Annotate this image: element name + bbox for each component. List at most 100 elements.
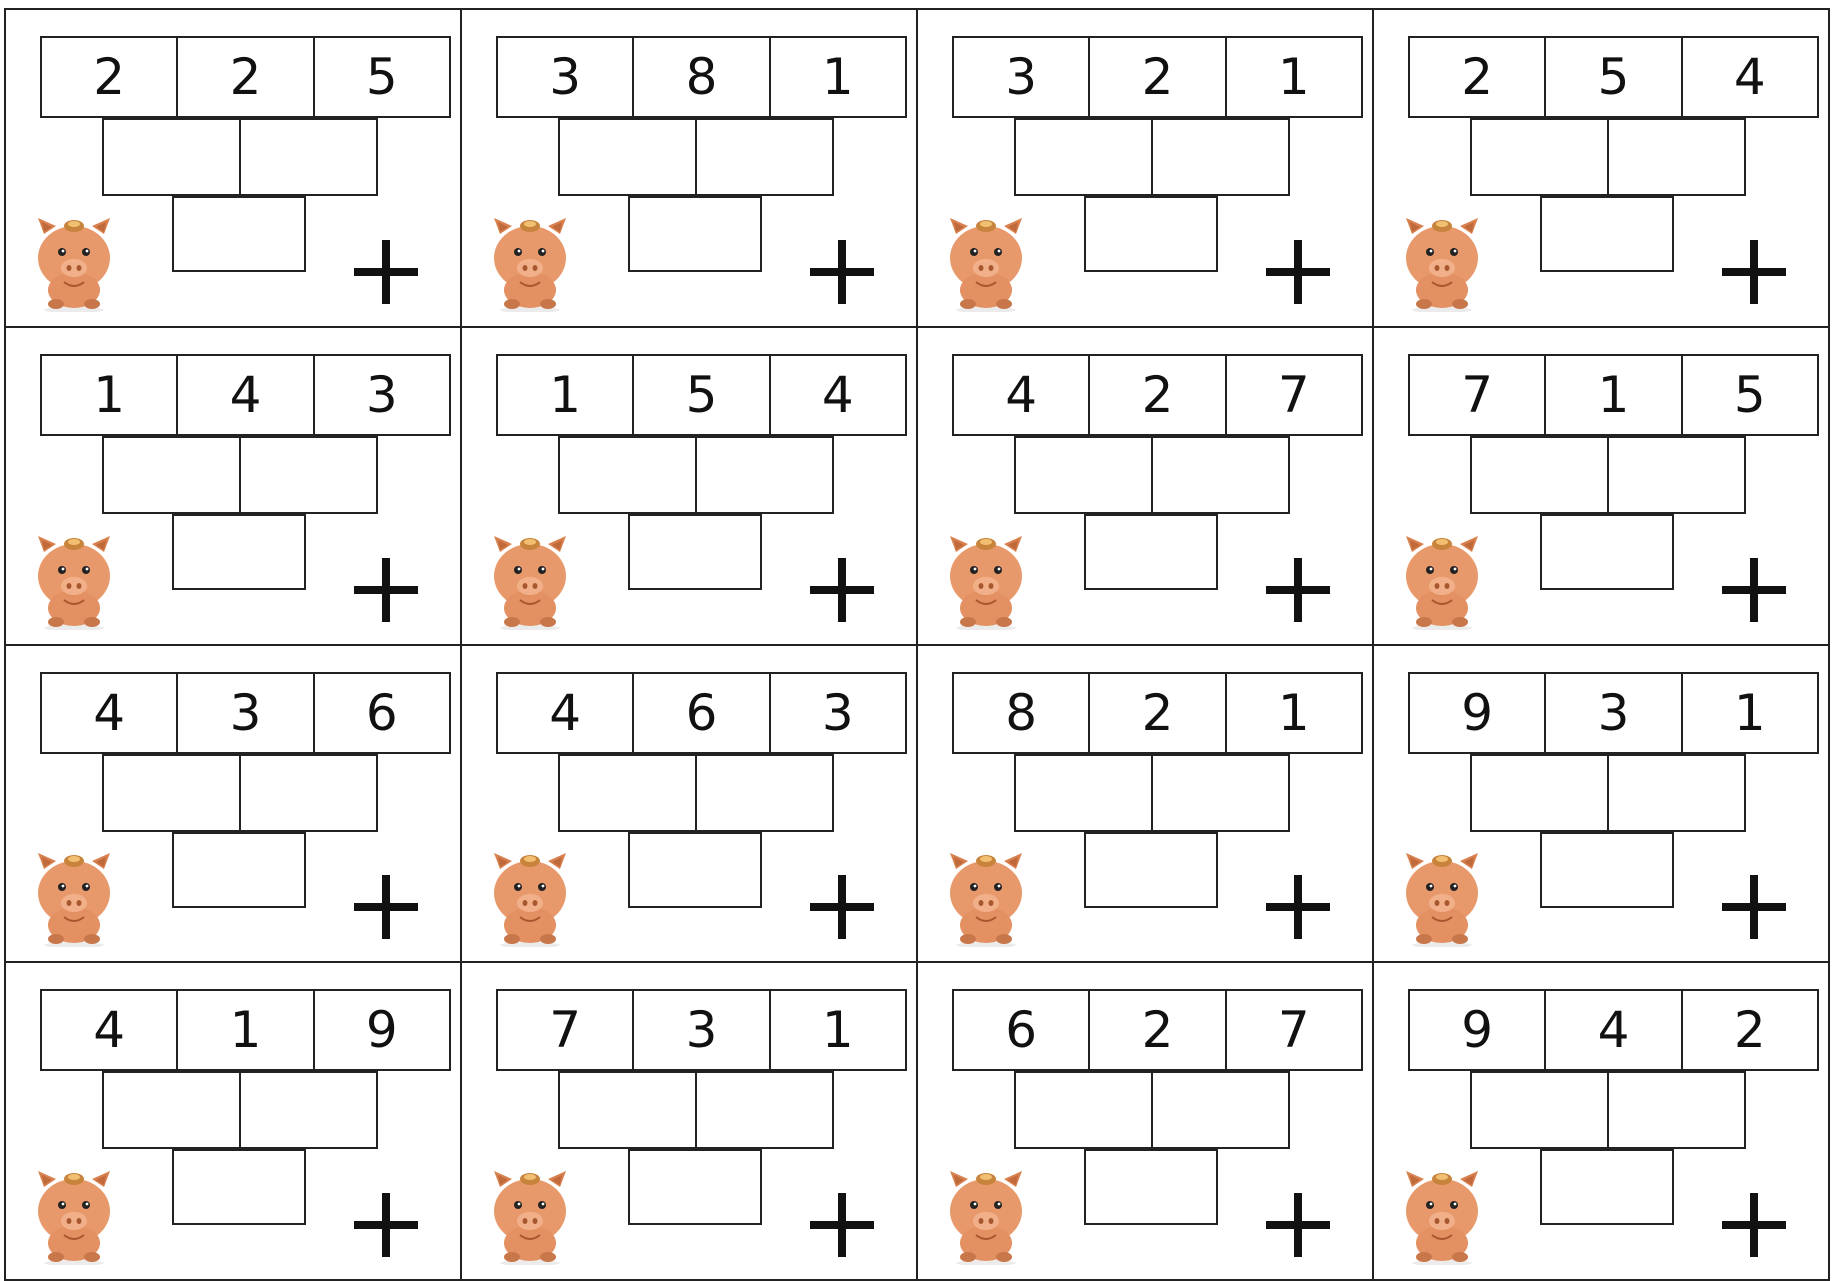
given-number: 1 xyxy=(771,991,905,1069)
plus-icon xyxy=(1266,240,1330,304)
given-number: 4 xyxy=(42,674,178,752)
answer-box-top[interactable] xyxy=(1540,196,1674,272)
sum-row xyxy=(1014,436,1290,514)
given-number: 4 xyxy=(954,356,1090,434)
answer-box-top[interactable] xyxy=(628,196,762,272)
answer-box[interactable] xyxy=(1609,120,1744,194)
given-number: 1 xyxy=(1546,356,1682,434)
answer-box[interactable] xyxy=(560,438,697,512)
answer-box[interactable] xyxy=(697,438,832,512)
answer-box[interactable] xyxy=(1609,756,1744,830)
answer-box[interactable] xyxy=(1472,756,1609,830)
plus-icon xyxy=(354,558,418,622)
pyramid-card-5: 1 4 3 xyxy=(6,328,462,646)
answer-box-top[interactable] xyxy=(1540,1149,1674,1225)
answer-box[interactable] xyxy=(1472,1073,1609,1147)
sum-row xyxy=(1014,1071,1290,1149)
answer-box[interactable] xyxy=(1609,1073,1744,1147)
answer-box-top[interactable] xyxy=(1540,832,1674,908)
answer-box-top[interactable] xyxy=(628,514,762,590)
answer-box[interactable] xyxy=(241,438,376,512)
pig-icon xyxy=(30,1165,118,1265)
answer-box[interactable] xyxy=(1472,120,1609,194)
number-row: 3 8 1 xyxy=(496,36,907,118)
answer-box[interactable] xyxy=(104,438,241,512)
answer-box-top[interactable] xyxy=(172,832,306,908)
pyramid-card-2: 3 8 1 xyxy=(462,10,918,328)
pyramid-card-9: 4 3 6 xyxy=(6,646,462,964)
answer-box[interactable] xyxy=(1016,756,1153,830)
answer-box-top[interactable] xyxy=(628,1149,762,1225)
plus-icon xyxy=(1722,1193,1786,1257)
pig-icon xyxy=(942,212,1030,312)
plus-icon xyxy=(810,875,874,939)
pyramid-card-14: 7 3 1 xyxy=(462,963,918,1281)
given-number: 8 xyxy=(954,674,1090,752)
number-row: 3 2 1 xyxy=(952,36,1363,118)
answer-box[interactable] xyxy=(104,120,241,194)
given-number: 3 xyxy=(954,38,1090,116)
given-number: 3 xyxy=(315,356,449,434)
number-row: 9 4 2 xyxy=(1408,989,1819,1071)
pig-icon xyxy=(486,530,574,630)
given-number: 2 xyxy=(1683,991,1817,1069)
answer-box-top[interactable] xyxy=(1084,832,1218,908)
plus-icon xyxy=(810,1193,874,1257)
sum-row xyxy=(102,118,378,196)
answer-box[interactable] xyxy=(241,120,376,194)
given-number: 9 xyxy=(1410,991,1546,1069)
answer-box[interactable] xyxy=(104,756,241,830)
sum-row xyxy=(558,118,834,196)
answer-box[interactable] xyxy=(1153,120,1288,194)
answer-box[interactable] xyxy=(241,1073,376,1147)
pig-icon xyxy=(942,1165,1030,1265)
answer-box-top[interactable] xyxy=(172,514,306,590)
given-number: 6 xyxy=(634,674,770,752)
sum-row xyxy=(558,436,834,514)
pyramid-card-4: 2 5 4 xyxy=(1374,10,1830,328)
answer-box[interactable] xyxy=(1472,438,1609,512)
answer-box[interactable] xyxy=(1016,120,1153,194)
answer-box-top[interactable] xyxy=(172,1149,306,1225)
sum-row xyxy=(1470,118,1746,196)
answer-box-top[interactable] xyxy=(172,196,306,272)
given-number: 2 xyxy=(178,38,314,116)
answer-box-top[interactable] xyxy=(1084,1149,1218,1225)
plus-icon xyxy=(354,240,418,304)
answer-box[interactable] xyxy=(697,1073,832,1147)
answer-box[interactable] xyxy=(1153,1073,1288,1147)
answer-box[interactable] xyxy=(1016,1073,1153,1147)
given-number: 9 xyxy=(315,991,449,1069)
answer-box[interactable] xyxy=(560,120,697,194)
pyramid-card-6: 1 5 4 xyxy=(462,328,918,646)
number-row: 9 3 1 xyxy=(1408,672,1819,754)
number-row: 7 3 1 xyxy=(496,989,907,1071)
answer-box[interactable] xyxy=(560,1073,697,1147)
sum-row xyxy=(1470,1071,1746,1149)
number-row: 1 5 4 xyxy=(496,354,907,436)
answer-box[interactable] xyxy=(1609,438,1744,512)
answer-box[interactable] xyxy=(1153,756,1288,830)
answer-box-top[interactable] xyxy=(1540,514,1674,590)
plus-icon xyxy=(1722,558,1786,622)
answer-box[interactable] xyxy=(697,756,832,830)
given-number: 7 xyxy=(1410,356,1546,434)
answer-box[interactable] xyxy=(104,1073,241,1147)
given-number: 2 xyxy=(1090,38,1226,116)
given-number: 4 xyxy=(178,356,314,434)
answer-box[interactable] xyxy=(1016,438,1153,512)
answer-box-top[interactable] xyxy=(628,832,762,908)
answer-box-top[interactable] xyxy=(1084,514,1218,590)
answer-box[interactable] xyxy=(697,120,832,194)
answer-box[interactable] xyxy=(241,756,376,830)
pyramid-card-3: 3 2 1 xyxy=(918,10,1374,328)
sum-row xyxy=(102,436,378,514)
answer-box-top[interactable] xyxy=(1084,196,1218,272)
pig-icon xyxy=(1398,1165,1486,1265)
number-row: 7 1 5 xyxy=(1408,354,1819,436)
pig-icon xyxy=(942,530,1030,630)
plus-icon xyxy=(354,875,418,939)
number-row: 2 2 5 xyxy=(40,36,451,118)
answer-box[interactable] xyxy=(560,756,697,830)
answer-box[interactable] xyxy=(1153,438,1288,512)
